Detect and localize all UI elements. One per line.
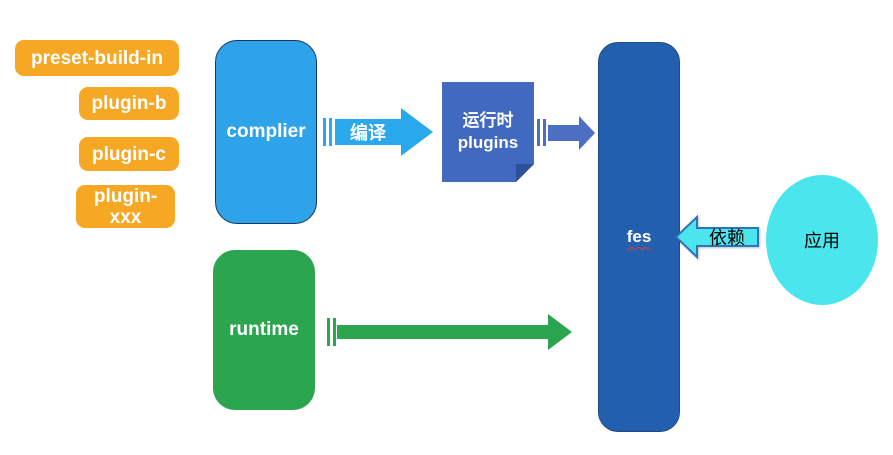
left-arrow-icon (674, 214, 759, 260)
pill-plugin-b: plugin-b (79, 87, 179, 120)
pill-preset-build-in: preset-build-in (15, 40, 179, 76)
runtime-label: runtime (229, 319, 299, 340)
app-label: 应用 (804, 231, 840, 251)
app-node: 应用 (766, 175, 878, 305)
runtime-plugins-label: 运行时 plugins (457, 111, 519, 152)
depend-arrow-label: 依赖 (709, 228, 745, 248)
complier-node: complier (215, 40, 317, 224)
compile-arrow: 编译 (322, 106, 434, 158)
depend-arrow: 依赖 (674, 214, 760, 260)
pill-plugin-c: plugin-c (79, 137, 179, 171)
right-arrow-icon (327, 314, 572, 350)
right-arrow-icon (323, 108, 433, 156)
pill-plugin-xxx: plugin- xxx (76, 185, 175, 228)
runtime-to-fes-arrow (326, 312, 574, 352)
fes-node: fes (598, 42, 680, 432)
plugins-to-fes-arrow (536, 112, 596, 154)
folded-note-icon (442, 82, 534, 182)
complier-label: complier (226, 121, 306, 142)
runtime-plugins-node: 运行时 plugins (442, 82, 534, 182)
compile-arrow-label: 编译 (350, 123, 386, 143)
fes-label: fes (626, 227, 652, 246)
runtime-node: runtime (213, 250, 315, 410)
right-arrow-icon (537, 116, 595, 150)
